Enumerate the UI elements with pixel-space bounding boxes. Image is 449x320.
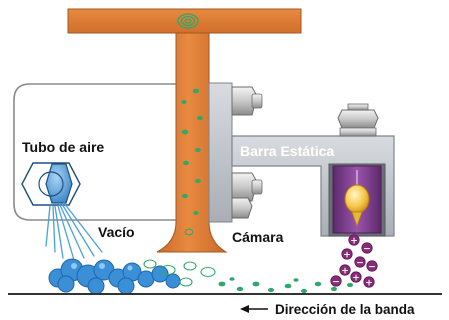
ion-particle	[363, 276, 375, 288]
ion-sign: +	[352, 273, 360, 283]
ion-particle	[361, 242, 373, 254]
label-vacio: Vacío	[98, 224, 135, 240]
ion-sign: +	[350, 236, 358, 246]
ion-particle	[366, 260, 378, 272]
ion-sign: −	[356, 258, 364, 268]
ion-particle	[330, 275, 342, 287]
spiral-icon	[177, 13, 199, 29]
hex-nozzle-icon	[21, 162, 81, 206]
mounting-plate	[208, 82, 233, 223]
ion-sign: −	[368, 262, 376, 272]
ion-particles: +−+−+−+−+	[330, 234, 378, 288]
hex-bolt-icon	[337, 103, 379, 137]
arrow-left-icon	[240, 305, 268, 313]
label-direccion-de-la-banda: Dirección de la banda	[275, 302, 415, 317]
dust-particles-on-belt	[143, 259, 216, 287]
label-barra-estatica: Barra Estática	[240, 143, 334, 159]
ion-sign: +	[365, 278, 373, 288]
ion-sign: −	[363, 244, 371, 254]
ion-particle	[341, 248, 353, 260]
ion-sign: −	[332, 277, 340, 287]
ion-particle	[348, 234, 360, 246]
hex-bolt-icon	[231, 86, 263, 116]
hex-bolt-icon	[231, 172, 263, 202]
ion-particle	[339, 264, 351, 276]
ion-particle	[354, 256, 366, 268]
dust-particles-on-beam	[181, 88, 203, 236]
ion-particle	[350, 271, 362, 283]
ion-sign: +	[343, 250, 351, 260]
air-cloud	[48, 258, 181, 295]
hex-bolt-icon	[231, 197, 253, 219]
emitter-bulb	[344, 184, 370, 214]
label-camara: Cámara	[232, 229, 284, 245]
air-jet-streams	[45, 202, 103, 261]
ion-sign: +	[341, 266, 349, 276]
label-tubo-de-aire: Tubo de aire	[22, 139, 104, 155]
